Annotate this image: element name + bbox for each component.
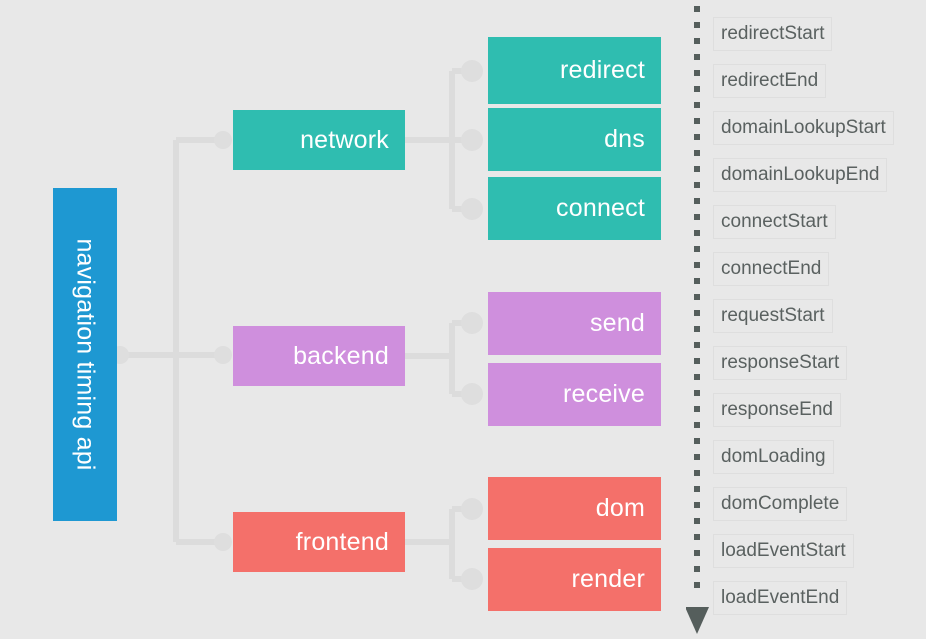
timeline-axis-dotted-arrow-icon bbox=[686, 6, 709, 634]
node-send-label: send bbox=[589, 309, 645, 337]
dot-connect bbox=[461, 198, 483, 220]
dot-redirect bbox=[461, 60, 483, 82]
node-receive-label: receive bbox=[563, 380, 645, 408]
node-render-label: render bbox=[571, 565, 645, 593]
node-dns-label: dns bbox=[604, 125, 645, 153]
timeline-event-domComplete[interactable]: domComplete bbox=[713, 487, 848, 521]
timeline-event-loadEventStart[interactable]: loadEventStart bbox=[713, 534, 854, 568]
timeline-event-label: loadEventStart bbox=[721, 540, 846, 561]
dot-frontend bbox=[214, 533, 232, 551]
timeline-event-label: requestStart bbox=[721, 305, 825, 326]
node-frontend[interactable]: frontend bbox=[233, 512, 405, 572]
timeline-event-label: domLoading bbox=[721, 446, 826, 467]
node-send[interactable]: send bbox=[488, 292, 661, 355]
node-connect[interactable]: connect bbox=[488, 177, 661, 240]
node-redirect-label: redirect bbox=[560, 56, 645, 84]
dot-receive bbox=[461, 383, 483, 405]
node-receive[interactable]: receive bbox=[488, 363, 661, 426]
timeline-event-label: responseEnd bbox=[721, 399, 833, 420]
timeline-event-label: responseStart bbox=[721, 352, 840, 373]
timeline-event-domainLookupEnd[interactable]: domainLookupEnd bbox=[713, 158, 888, 192]
timeline-event-label: connectStart bbox=[721, 211, 828, 232]
node-frontend-label: frontend bbox=[295, 527, 389, 556]
timeline-event-label: redirectEnd bbox=[721, 70, 819, 91]
dot-network bbox=[214, 131, 232, 149]
timeline-event-domainLookupStart[interactable]: domainLookupStart bbox=[713, 111, 894, 145]
node-dom-label: dom bbox=[595, 494, 645, 522]
timeline-event-label: connectEnd bbox=[721, 258, 822, 279]
dot-dns bbox=[461, 129, 483, 151]
connector-endpoint-dots bbox=[111, 60, 483, 590]
timeline-event-responseEnd[interactable]: responseEnd bbox=[713, 393, 841, 427]
node-backend[interactable]: backend bbox=[233, 326, 405, 386]
arrow-down-icon bbox=[686, 607, 709, 634]
timeline-event-connectStart[interactable]: connectStart bbox=[713, 205, 836, 239]
node-dns[interactable]: dns bbox=[488, 108, 661, 171]
timeline-event-responseStart[interactable]: responseStart bbox=[713, 346, 848, 380]
dot-backend bbox=[214, 346, 232, 364]
node-redirect[interactable]: redirect bbox=[488, 37, 661, 104]
timeline-event-redirectEnd[interactable]: redirectEnd bbox=[713, 64, 827, 98]
timeline-event-connectEnd[interactable]: connectEnd bbox=[713, 252, 830, 286]
timeline-event-label: domainLookupStart bbox=[721, 117, 886, 138]
timeline-event-loadEventEnd[interactable]: loadEventEnd bbox=[713, 581, 848, 615]
node-backend-label: backend bbox=[293, 341, 389, 370]
node-network[interactable]: network bbox=[233, 110, 405, 170]
timeline-panel: redirectStart redirectEnd domainLookupStar… bbox=[686, 0, 926, 639]
timeline-event-domLoading[interactable]: domLoading bbox=[713, 440, 834, 474]
timeline-event-requestStart[interactable]: requestStart bbox=[713, 299, 833, 333]
timeline-event-redirectStart[interactable]: redirectStart bbox=[713, 17, 833, 51]
timeline-event-label: loadEventEnd bbox=[721, 587, 840, 608]
timeline-event-label: domComplete bbox=[721, 493, 840, 514]
dot-dom bbox=[461, 498, 483, 520]
node-navigation-timing-api[interactable]: navigation timing api bbox=[53, 188, 117, 521]
timeline-event-list: redirectStart redirectEnd domainLookupStar… bbox=[713, 0, 926, 639]
dot-send bbox=[461, 312, 483, 334]
node-connect-label: connect bbox=[556, 194, 645, 222]
node-render[interactable]: render bbox=[488, 548, 661, 611]
node-network-label: network bbox=[300, 125, 389, 154]
dot-render bbox=[461, 568, 483, 590]
node-dom[interactable]: dom bbox=[488, 477, 661, 540]
node-root-label: navigation timing api bbox=[71, 238, 100, 471]
timeline-event-label: domainLookupEnd bbox=[721, 164, 880, 185]
timeline-event-label: redirectStart bbox=[721, 23, 825, 44]
